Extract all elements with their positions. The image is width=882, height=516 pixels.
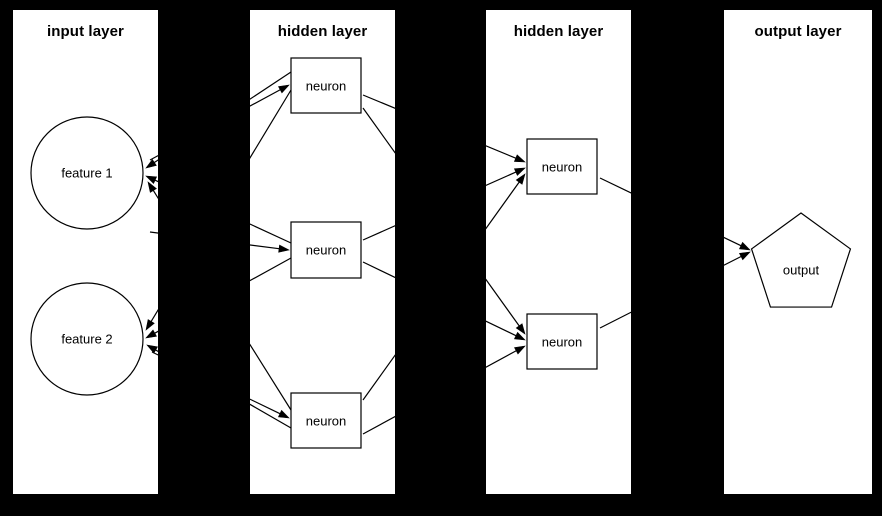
panel-input-layer	[13, 10, 158, 494]
panel-title-output-layer: output layer	[754, 23, 842, 40]
node-label-feature-1: feature 1	[61, 165, 113, 181]
panel-output-layer	[724, 10, 872, 494]
panel-title-input-layer: input layer	[47, 23, 124, 40]
gap-1	[158, 0, 250, 516]
node-label-hidden-1-neuron-1: neuron	[305, 78, 347, 93]
node-label-hidden-1-neuron-3: neuron	[305, 413, 347, 428]
node-label-hidden-2-neuron-2: neuron	[541, 334, 583, 349]
node-label-hidden-1-neuron-2: neuron	[305, 242, 347, 258]
panel-title-hidden-layer-2: hidden layer	[513, 23, 604, 40]
panel-hidden-layer-2	[486, 10, 631, 494]
panel-title-hidden-layer-1: hidden layer	[277, 23, 368, 40]
node-label-feature-2: feature 2	[61, 331, 113, 347]
node-label-output-node: output	[782, 262, 820, 278]
node-label-hidden-2-neuron-1: neuron	[541, 159, 583, 174]
gap-2	[395, 0, 486, 516]
gap-3	[631, 0, 724, 516]
